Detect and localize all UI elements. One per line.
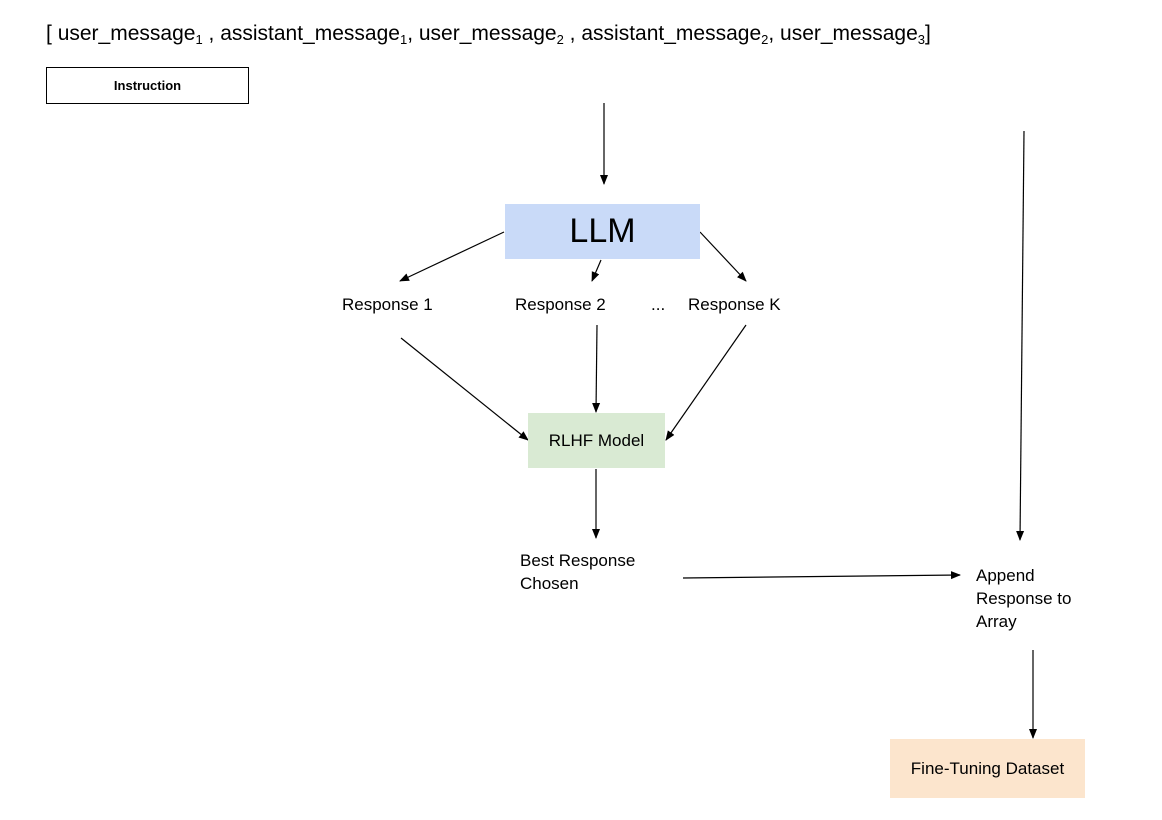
append-line-2: Response to xyxy=(976,589,1072,608)
response-2-label: Response 2 xyxy=(515,295,606,314)
rlhf-model-box: RLHF Model xyxy=(528,413,665,468)
arrow-best-to-append xyxy=(682,571,961,580)
arrow-array-to-append xyxy=(1016,130,1025,541)
instruction-box: Instruction xyxy=(46,67,249,104)
arrow-llm-to-response-2 xyxy=(591,259,602,282)
append-line-1: Append xyxy=(976,566,1035,585)
fine-tuning-dataset-box: Fine-Tuning Dataset xyxy=(890,739,1085,798)
best-response-line-2: Chosen xyxy=(520,574,579,593)
best-response-label: Best Response Chosen xyxy=(520,549,635,595)
ellipsis-label: ... xyxy=(651,295,666,314)
header-item-1: user_message1 , xyxy=(57,22,221,47)
header-item-3: user_message2 , xyxy=(418,22,582,47)
response-k-label: Response K xyxy=(688,295,781,314)
arrow-response-1-to-rlhf xyxy=(400,337,529,441)
response-1-label: Response 1 xyxy=(342,295,433,314)
append-response-label: Append Response to Array xyxy=(976,564,1071,633)
arrow-response-k-to-rlhf xyxy=(665,324,747,441)
arrow-llm-to-response-k xyxy=(699,231,747,282)
best-response-line-1: Best Response xyxy=(520,551,636,570)
header-item-5: user_message3 xyxy=(780,22,926,47)
bracket-open: [ xyxy=(46,22,52,45)
message-array-header: [ user_message1 , assistant_message1, us… xyxy=(46,22,931,47)
bracket-close: ] xyxy=(925,22,931,45)
llm-box: LLM xyxy=(505,204,700,259)
arrow-llm-to-response-1 xyxy=(399,231,505,282)
header-item-2: assistant_message1, xyxy=(220,22,419,47)
arrow-response-2-to-rlhf xyxy=(592,324,601,413)
header-item-4: assistant_message2, xyxy=(581,22,781,47)
append-line-3: Array xyxy=(976,612,1017,631)
